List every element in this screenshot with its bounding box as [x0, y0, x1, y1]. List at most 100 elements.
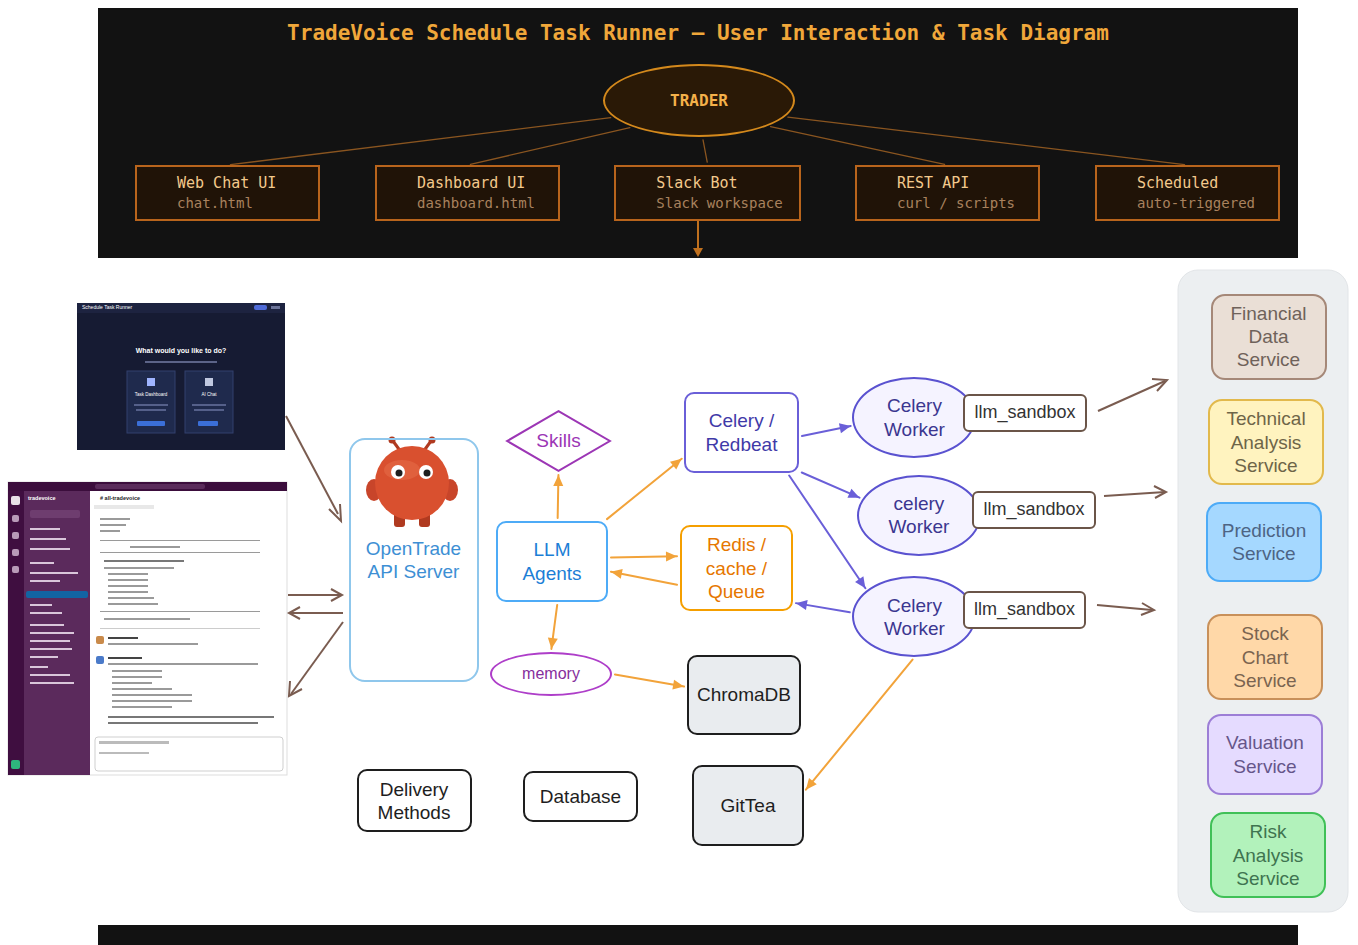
sidebar-line — [30, 548, 70, 550]
avatar — [96, 656, 104, 664]
service-arrow-head — [1154, 486, 1166, 498]
connector — [230, 118, 610, 165]
client-arrows — [286, 416, 343, 696]
mascot-pupil — [396, 470, 403, 477]
rail-icon — [12, 532, 19, 539]
screen-text: What would you like to do? — [77, 347, 285, 354]
node-label: Dashboard UI — [417, 174, 525, 192]
arrow-head — [855, 576, 865, 588]
arrow-head — [548, 637, 558, 649]
sidebar-line — [30, 612, 62, 614]
screen-topbar — [8, 482, 287, 491]
node-label: Stock Chart Service — [1217, 622, 1313, 692]
node-label: Celery Worker — [874, 594, 954, 640]
node-label: Celery Worker — [874, 394, 954, 440]
card-button — [198, 421, 218, 426]
message-line — [108, 591, 148, 593]
sidebar-line — [30, 562, 54, 564]
mascot-eye — [391, 465, 405, 479]
down-arrow-head — [693, 248, 703, 257]
node-label: llm_sandbox — [974, 599, 1075, 621]
sidebar-line — [30, 682, 74, 684]
card-line — [134, 404, 168, 406]
connector — [789, 475, 865, 588]
message-line — [104, 567, 174, 569]
arrow-head — [796, 600, 808, 610]
screen-ground — [8, 482, 287, 775]
node-label: Valuation Service — [1217, 731, 1313, 777]
screen-card — [185, 371, 233, 433]
message-line — [100, 611, 260, 612]
sandbox-box: llm_sandbox — [963, 591, 1086, 629]
client-arrow-head — [289, 607, 300, 619]
sidebar-line — [30, 656, 58, 658]
service-arrow — [1098, 381, 1165, 411]
screen-pill — [271, 306, 280, 309]
rail-icon — [12, 515, 19, 522]
screen-subtitle — [145, 361, 217, 363]
screen-text: AI Chat — [185, 392, 233, 397]
message-line — [112, 706, 172, 708]
connector — [703, 140, 707, 162]
sidebar-line — [30, 632, 74, 634]
mascot-shine — [384, 460, 420, 480]
node-sublabel: chat.html — [177, 195, 253, 212]
message-line — [112, 670, 162, 672]
screen-card — [127, 371, 175, 433]
sidebar-line — [30, 666, 48, 668]
message-line — [100, 518, 130, 520]
message-line — [108, 722, 258, 724]
message-line — [108, 573, 148, 575]
node-label: Redis / cache / Queue — [697, 533, 777, 603]
actor-ellipse: TRADER — [603, 64, 795, 137]
node-label: OpenTrade API Server — [359, 537, 469, 583]
connector — [470, 128, 629, 165]
client-arrow — [288, 594, 341, 596]
service-box: Stock Chart Service — [1207, 614, 1323, 700]
card-line — [194, 409, 224, 411]
client-arrow-head — [289, 681, 302, 696]
worker-circle: Celery Worker — [852, 576, 976, 657]
node-label: Technical Analysis Service — [1218, 407, 1314, 477]
client-arrow-head — [331, 589, 342, 601]
delivery-box: Delivery Methods — [357, 769, 472, 832]
service-arrows — [1097, 379, 1167, 615]
node-label: Celery / Redbeat — [694, 409, 789, 455]
arrow-head — [666, 551, 677, 561]
client-arrow — [290, 612, 343, 614]
node-label: memory — [522, 664, 580, 684]
card-icon — [147, 378, 155, 386]
sidebar-line — [30, 580, 60, 582]
diagram-title: TradeVoice Schedule Task Runner — User I… — [98, 21, 1298, 45]
message-line — [108, 643, 198, 645]
entry-box: Slack BotSlack workspace — [614, 165, 801, 221]
connector — [788, 117, 1185, 165]
trial-box — [30, 510, 80, 518]
service-box: Prediction Service — [1206, 502, 1322, 582]
node-label: llm_sandbox — [983, 499, 1084, 521]
message-line — [108, 663, 258, 665]
screen-text: Task Dashboard — [127, 392, 175, 397]
sidebar-line — [30, 648, 72, 650]
entry-box: Web Chat UIchat.html — [135, 165, 320, 221]
screen-text: Schedule Task Runner — [82, 304, 132, 310]
message-line — [108, 585, 148, 587]
arrow-head — [670, 459, 682, 470]
slack-rail — [8, 491, 24, 775]
skills-diamond: Skills — [505, 410, 612, 472]
node-label: Skills — [536, 429, 580, 452]
database-box: Database — [523, 771, 638, 822]
server-box: OpenTrade API Server — [349, 438, 479, 682]
node-label: Database — [540, 785, 621, 808]
message-line — [108, 597, 154, 599]
service-arrow-head — [1152, 379, 1167, 391]
message-line — [108, 716, 274, 718]
rail-icon — [12, 549, 19, 556]
entry-box: Dashboard UIdashboard.html — [375, 165, 560, 221]
input-toolbar — [99, 741, 169, 744]
service-box: Financial Data Service — [1211, 294, 1327, 380]
footer-band — [98, 925, 1298, 945]
message-line — [104, 560, 184, 562]
node-label: TRADER — [670, 91, 728, 110]
